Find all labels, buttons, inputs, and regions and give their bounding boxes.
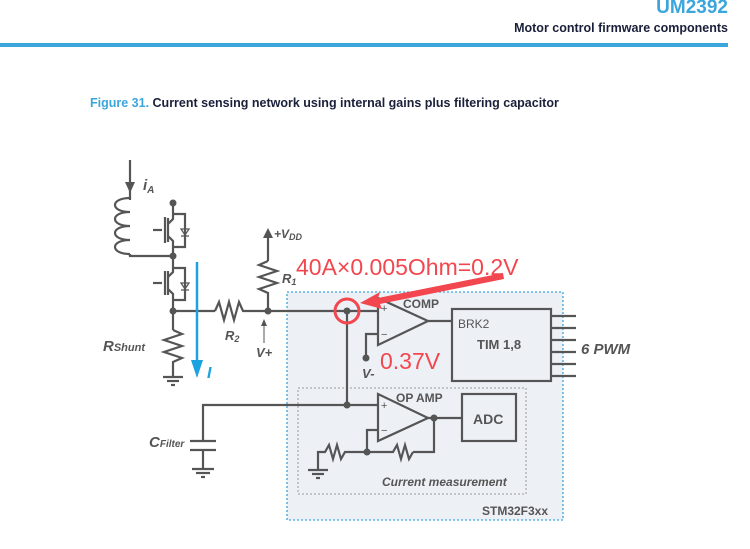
rshunt-label: RShunt [103, 338, 146, 355]
document-id: UM2392 [656, 0, 728, 18]
vdd-label: +VDD [274, 227, 303, 242]
r1-resistor [255, 259, 281, 311]
chip-label: STM32F3xx [482, 504, 548, 518]
comp-plus-sign: + [381, 303, 387, 315]
current-measurement-box [297, 387, 527, 495]
annotation-arrow [360, 273, 504, 309]
current-measurement-label: Current measurement [382, 475, 508, 489]
comp-minus-wire [364, 332, 378, 358]
ia-label: iA [143, 177, 154, 196]
header-rule [0, 43, 728, 47]
highlight-circle [333, 297, 361, 325]
section-title: Motor control firmware components [514, 21, 728, 35]
r2-label: R2 [225, 328, 239, 344]
cfilter-label: CFilter [149, 434, 185, 451]
tim-block[interactable] [450, 307, 553, 383]
figure-number: Figure 31. [90, 96, 150, 110]
threshold-annotation: 0.37V [380, 348, 441, 374]
figure-title: Current sensing network using internal g… [152, 96, 559, 110]
inductor [113, 196, 131, 256]
gain-resistor [316, 440, 367, 469]
diode-bottom [179, 282, 191, 291]
formula-annotation: 40A×0.005Ohm=0.2V [296, 254, 519, 280]
cfilter-wire [201, 403, 378, 440]
r2-resistor [213, 297, 268, 325]
opamp-minus-sign: − [381, 425, 387, 437]
brk2-label: BRK2 [458, 317, 490, 331]
figure-caption: Figure 31. Current sensing network using… [90, 96, 559, 110]
comp-minus-sign: − [381, 329, 387, 341]
adc-block[interactable] [460, 392, 518, 443]
vplus-label: V+ [256, 345, 273, 360]
diode-top [179, 228, 191, 237]
tim-label: TIM 1,8 [477, 337, 521, 352]
vminus-label: V- [362, 366, 375, 381]
pwm-label: 6 PWM [581, 341, 631, 358]
vplus-arrow-icon [261, 319, 267, 326]
rshunt-resistor [160, 328, 186, 376]
op-amp [376, 392, 431, 443]
ia-arrowhead [125, 182, 135, 193]
comp-label: COMP [403, 297, 439, 311]
opamp-plus-sign: + [381, 400, 387, 412]
sense-node [343, 307, 351, 315]
current-arrowhead-icon [191, 360, 203, 378]
feedback-resistor [367, 440, 414, 464]
comparator [376, 296, 431, 347]
opamp-label: OP AMP [396, 391, 443, 405]
vdd-arrow-icon [263, 228, 273, 238]
current-label: I [207, 365, 212, 382]
adc-label: ADC [473, 411, 503, 427]
r1-label: R1 [282, 271, 296, 287]
